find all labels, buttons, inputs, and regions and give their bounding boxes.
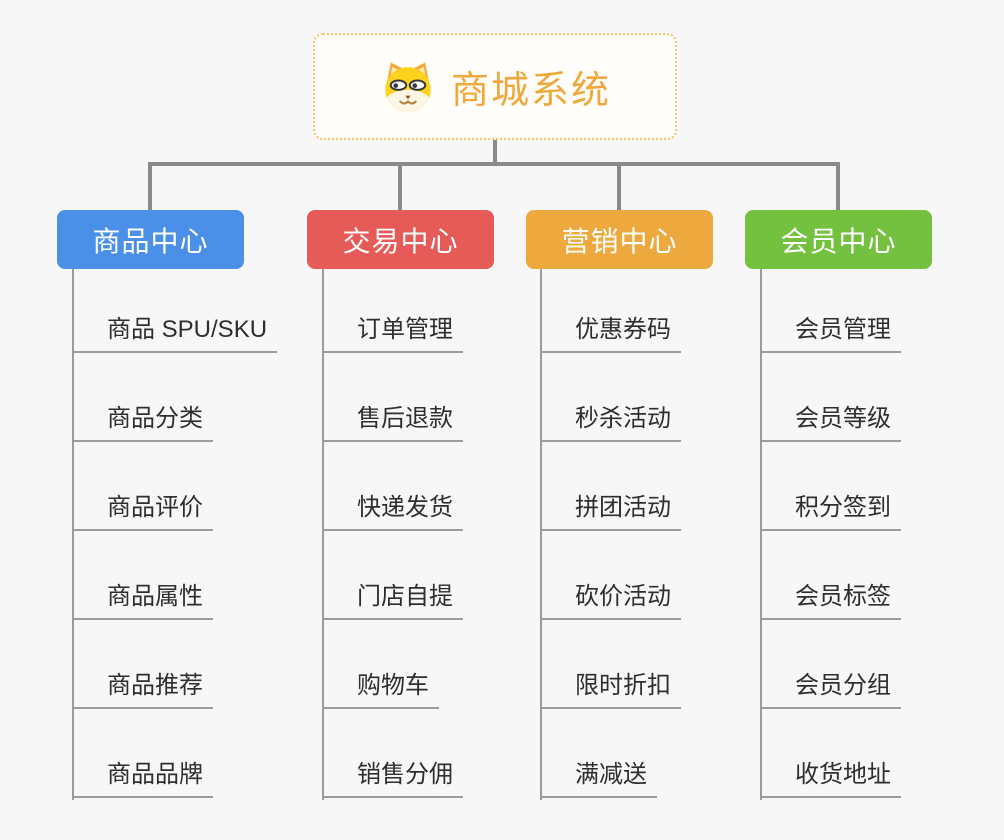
leaf-product-category[interactable]: 商品分类 (72, 403, 213, 442)
leaf-product-brand[interactable]: 商品品牌 (72, 759, 213, 798)
leaf-sales-commission[interactable]: 销售分佣 (322, 759, 463, 798)
leaf-product-attribute[interactable]: 商品属性 (72, 581, 213, 620)
branch-node-product-center[interactable]: 商品中心 (57, 210, 244, 269)
branch-line-member (760, 269, 762, 800)
leaf-flash-sale[interactable]: 秒杀活动 (540, 403, 681, 442)
leaf-group-buy[interactable]: 拼团活动 (540, 492, 681, 531)
leaf-limited-time-discount[interactable]: 限时折扣 (540, 670, 681, 709)
leaf-aftersale-refund[interactable]: 售后退款 (322, 403, 463, 442)
leaf-full-reduction[interactable]: 满减送 (540, 759, 657, 798)
connector-drop-trade (398, 164, 402, 210)
leaf-product-recommend[interactable]: 商品推荐 (72, 670, 213, 709)
leaf-shipping-address[interactable]: 收货地址 (760, 759, 901, 798)
leaf-bargain-activity[interactable]: 砍价活动 (540, 581, 681, 620)
root-node-mall-system[interactable]: 商城系统 (313, 33, 677, 140)
leaf-shopping-cart[interactable]: 购物车 (322, 670, 439, 709)
branch-line-product (72, 269, 74, 800)
leaf-product-spu-sku[interactable]: 商品 SPU/SKU (72, 314, 278, 353)
branch-line-marketing (540, 269, 542, 800)
root-title: 商城系统 (450, 70, 611, 112)
dog-face-icon (385, 62, 431, 112)
leaf-member-group[interactable]: 会员分组 (760, 670, 901, 709)
branch-node-marketing-center[interactable]: 营销中心 (526, 210, 713, 269)
connector-drop-member (836, 164, 840, 210)
leaf-express-delivery[interactable]: 快递发货 (322, 492, 463, 531)
leaf-member-tag[interactable]: 会员标签 (760, 581, 901, 620)
leaf-order-management[interactable]: 订单管理 (322, 314, 463, 353)
branch-node-member-center[interactable]: 会员中心 (745, 210, 932, 269)
branch-node-trade-center[interactable]: 交易中心 (307, 210, 494, 269)
leaf-member-management[interactable]: 会员管理 (760, 314, 901, 353)
connector-rail (148, 162, 840, 166)
leaf-member-level[interactable]: 会员等级 (760, 403, 901, 442)
leaf-points-checkin[interactable]: 积分签到 (760, 492, 901, 531)
connector-drop-product (148, 164, 152, 210)
branch-line-trade (322, 269, 324, 800)
leaf-store-pickup[interactable]: 门店自提 (322, 581, 463, 620)
connector-root-drop (493, 140, 497, 164)
leaf-product-review[interactable]: 商品评价 (72, 492, 213, 531)
connector-drop-marketing (617, 164, 621, 210)
leaf-coupon-code[interactable]: 优惠券码 (540, 314, 681, 353)
